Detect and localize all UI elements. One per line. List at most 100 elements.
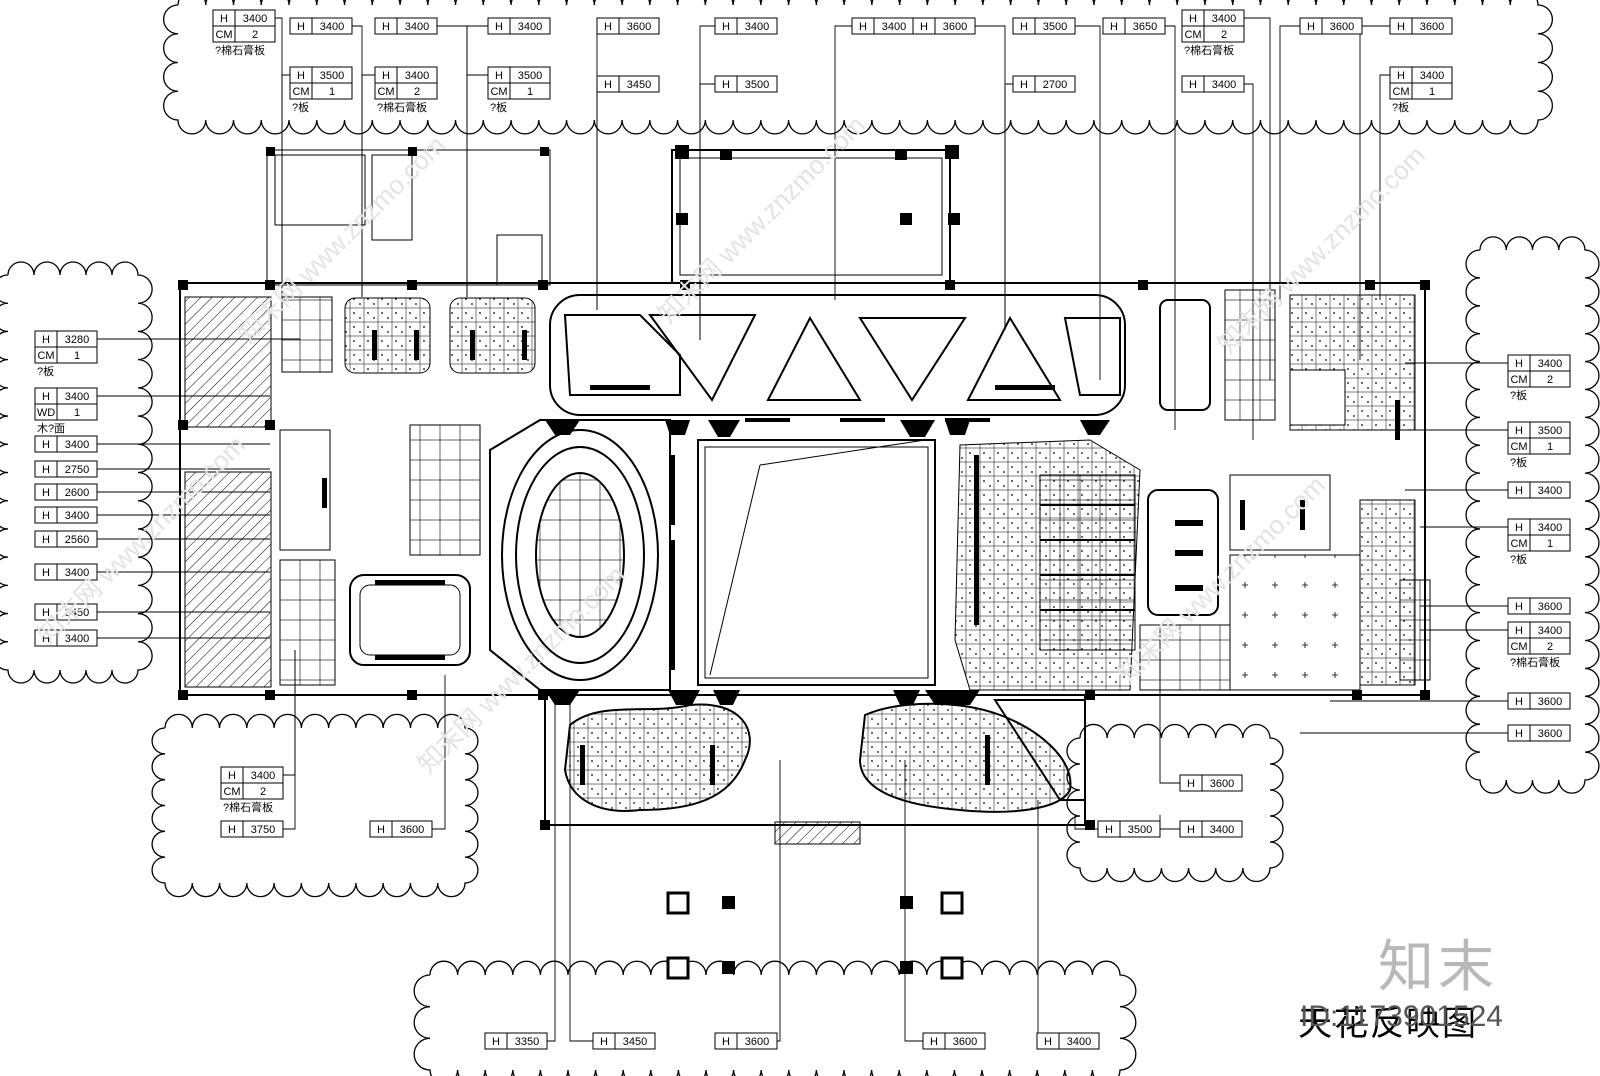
tag-value: 3500 <box>518 70 542 82</box>
tag-material-note: ?板 <box>1510 455 1527 469</box>
leader-line <box>1244 17 1271 380</box>
tag-material-note: ?棉石膏板 <box>223 800 273 814</box>
tag-key: CM <box>1510 441 1527 453</box>
tag-value: 3280 <box>65 334 89 346</box>
tag-value: 3450 <box>627 79 651 91</box>
leader-line <box>975 25 1006 330</box>
leader-line <box>1244 83 1254 440</box>
tag-key: H <box>382 21 390 33</box>
tag-key: H <box>604 21 612 33</box>
tag-material-note: ?棉石膏板 <box>377 100 427 114</box>
leader-line <box>1165 25 1176 430</box>
revision-cloud <box>0 261 153 684</box>
tag-value: 3400 <box>65 510 89 522</box>
tag-key: H <box>859 21 867 33</box>
leader-line <box>275 17 283 297</box>
tag-key: H <box>42 633 50 645</box>
tag-key: CM <box>1510 641 1527 653</box>
tag-key: H <box>1515 522 1523 534</box>
tag-value: 2 <box>1547 641 1553 653</box>
revision-cloud <box>413 960 1137 1076</box>
tag-key: H <box>42 534 50 546</box>
tag-value: 3400 <box>1067 1036 1091 1048</box>
tag-key: CM <box>1392 86 1409 98</box>
brand-logo: 知末 <box>1378 935 1498 1000</box>
tag-key: H <box>42 607 50 619</box>
tag-key: CM <box>490 86 507 98</box>
floor-plan <box>178 145 1431 980</box>
tag-material-note: ?棉石膏板 <box>1184 43 1234 57</box>
tag-key: CM <box>1184 29 1201 41</box>
drawing-id: ID:1173901524 <box>1300 1000 1503 1033</box>
tag-value: 3600 <box>953 1036 977 1048</box>
ceiling-height-tag: H 3450 <box>592 1032 656 1050</box>
leader-line <box>777 760 781 1042</box>
tag-value: 3400 <box>320 21 344 33</box>
tag-value: 3400 <box>1212 13 1236 25</box>
tag-key: H <box>1515 485 1523 497</box>
tag-value: 3500 <box>320 70 344 82</box>
tag-material-note: ?板 <box>1510 552 1527 566</box>
leader-line <box>432 675 446 830</box>
tag-key: CM <box>215 29 232 41</box>
leader-line <box>352 25 363 297</box>
leader-line <box>283 650 296 830</box>
tag-key: H <box>1397 70 1405 82</box>
tag-value: 1 <box>1429 86 1435 98</box>
tag-key: H <box>377 824 385 836</box>
tag-value: 3400 <box>1210 824 1234 836</box>
tag-value: 3400 <box>1538 522 1562 534</box>
tag-key: H <box>228 770 236 782</box>
leader-line <box>596 25 659 310</box>
tag-value: 1 <box>1547 538 1553 550</box>
tag-material-note: ?板 <box>292 100 309 114</box>
tag-value: 3400 <box>1212 79 1236 91</box>
tag-key: H <box>1515 625 1523 637</box>
tag-key: H <box>1189 79 1197 91</box>
tag-key: H <box>722 21 730 33</box>
tag-value: 1 <box>74 350 80 362</box>
revision-cloud <box>151 713 479 898</box>
tag-value: 3400 <box>65 391 89 403</box>
tag-material-note: 木?面 <box>37 422 65 435</box>
tag-key: H <box>1515 425 1523 437</box>
tag-key: H <box>297 70 305 82</box>
tag-key: H <box>1020 79 1028 91</box>
tag-value: 2 <box>414 86 420 98</box>
tag-value: 3400 <box>1538 485 1562 497</box>
tag-key: H <box>600 1036 608 1048</box>
tag-value: 3500 <box>745 79 769 91</box>
revision-cloud <box>1066 723 1284 883</box>
tag-value: 3500 <box>1538 425 1562 437</box>
tag-value: 3450 <box>623 1036 647 1048</box>
tag-material-note: ?板 <box>1510 388 1527 402</box>
tag-value: 3600 <box>745 1036 769 1048</box>
leader-line <box>547 690 556 1042</box>
tag-value: 2 <box>252 29 258 41</box>
tag-key: H <box>42 487 50 499</box>
